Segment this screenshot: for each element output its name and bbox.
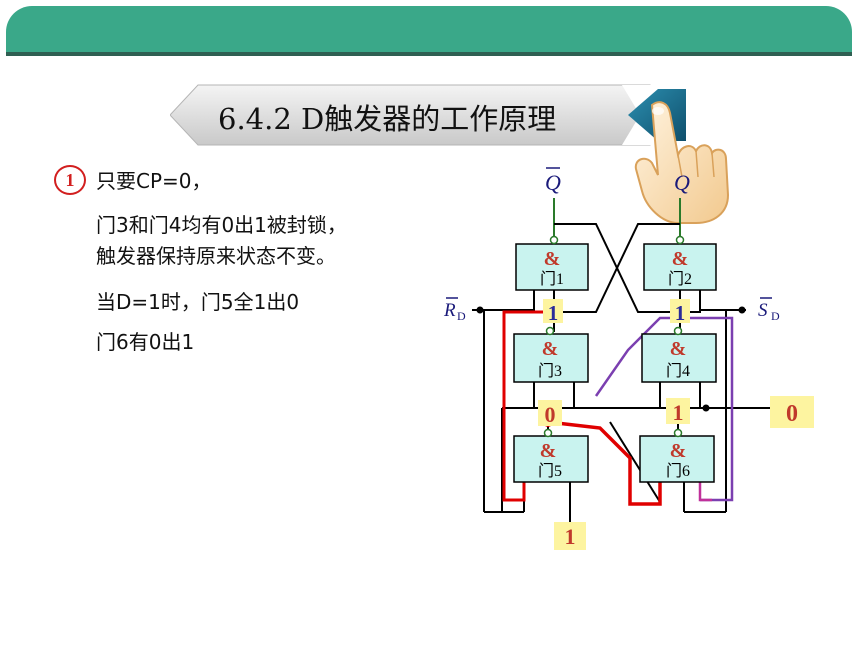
gate-1: & 门1 bbox=[515, 235, 589, 291]
value-node-right: 1 bbox=[666, 398, 690, 425]
svg-text:0: 0 bbox=[786, 401, 798, 427]
svg-text:门4: 门4 bbox=[666, 362, 690, 380]
q-output-label: Q bbox=[674, 170, 690, 195]
pointing-hand-icon bbox=[634, 101, 730, 224]
svg-text:&: & bbox=[542, 338, 559, 360]
header-bar bbox=[6, 6, 852, 52]
value-gate2-input: 1 bbox=[670, 299, 690, 325]
value-node-left: 0 bbox=[538, 400, 562, 427]
q-bar-output-label: Q bbox=[545, 167, 561, 195]
svg-text:1: 1 bbox=[565, 524, 576, 549]
gate-4: & 门4 bbox=[641, 326, 717, 383]
sd-input-label: S D bbox=[758, 297, 780, 323]
svg-text:D: D bbox=[457, 309, 466, 323]
svg-text:门5: 门5 bbox=[538, 462, 562, 480]
cp-junction bbox=[702, 404, 710, 412]
magenta-path bbox=[698, 482, 712, 502]
gate-5: & 门5 bbox=[513, 428, 589, 483]
text-line-1: 只要CP=0， bbox=[96, 169, 212, 193]
text-line-2: 门3和门4均有0出1被封锁， bbox=[96, 213, 347, 237]
purple-path bbox=[594, 316, 734, 502]
gate-6: & 门6 bbox=[639, 428, 715, 483]
step-number-badge: 1 bbox=[54, 165, 86, 195]
red-path-gate5 bbox=[547, 420, 662, 506]
text-line-3: 触发器保持原来状态不变。 bbox=[96, 244, 336, 268]
gate-3: & 门3 bbox=[513, 326, 589, 383]
gate-2: & 门2 bbox=[643, 235, 717, 291]
text-line-4: 当D=1时，门5全1出0 bbox=[96, 290, 300, 314]
gate34-output-wires bbox=[553, 288, 681, 332]
svg-text:1: 1 bbox=[673, 400, 684, 425]
page-title: 6.4.2 D触发器的工作原理 bbox=[218, 102, 557, 136]
svg-text:&: & bbox=[544, 248, 561, 270]
rd-junction bbox=[476, 306, 484, 314]
text-line-5: 门6有0出1 bbox=[96, 330, 195, 354]
svg-text:0: 0 bbox=[545, 402, 556, 427]
d-flipflop-circuit: Q Q R D S D bbox=[443, 167, 814, 550]
svg-text:1: 1 bbox=[548, 301, 559, 325]
svg-text:Q: Q bbox=[545, 170, 561, 195]
svg-text:R: R bbox=[443, 300, 456, 321]
svg-text:&: & bbox=[670, 338, 687, 360]
value-cp-input: 0 bbox=[770, 396, 814, 428]
svg-text:门1: 门1 bbox=[540, 270, 564, 288]
svg-text:&: & bbox=[670, 440, 687, 462]
value-d-input: 1 bbox=[554, 522, 586, 550]
rd-input-label: R D bbox=[443, 297, 466, 323]
svg-text:D: D bbox=[771, 309, 780, 323]
svg-text:1: 1 bbox=[675, 301, 686, 325]
value-gate1-input: 1 bbox=[543, 299, 563, 325]
rd-sd-wires bbox=[472, 309, 746, 513]
svg-text:&: & bbox=[672, 248, 689, 270]
svg-text:S: S bbox=[758, 300, 768, 321]
title-banner: 6.4.2 D触发器的工作原理 bbox=[169, 83, 690, 147]
svg-text:门3: 门3 bbox=[538, 362, 562, 380]
header-divider bbox=[6, 52, 852, 56]
red-path-rd bbox=[502, 310, 550, 502]
svg-text:门6: 门6 bbox=[666, 462, 690, 480]
svg-text:&: & bbox=[540, 440, 557, 462]
svg-text:门2: 门2 bbox=[668, 270, 692, 288]
sd-junction bbox=[738, 306, 746, 314]
